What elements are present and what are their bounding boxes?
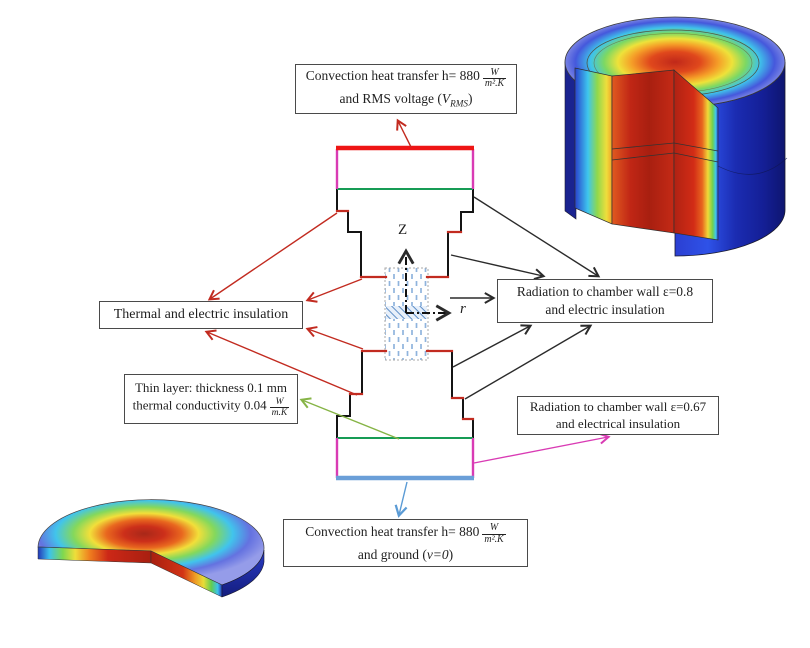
arrow-top-convection <box>396 118 412 148</box>
arrow-radiation08-5 <box>464 324 593 400</box>
radiation-surfaces-magenta <box>335 149 475 478</box>
electrode-outline-black <box>336 188 474 439</box>
label-line: Thin layer: thickness 0.1 mm <box>134 379 287 395</box>
label-line: and electric insulation <box>545 302 665 317</box>
label-line: Thermal and electric insulation <box>113 306 289 322</box>
label-line: and ground (v=0) <box>357 546 454 562</box>
arrow-insulation-3 <box>305 326 364 350</box>
arrow-radiation08-2 <box>450 254 546 281</box>
arrow-insulation-4 <box>204 329 358 396</box>
label-line: and RMS voltage (VRMS) <box>339 91 473 109</box>
arrow-thin-layer <box>299 397 400 440</box>
label-thin-layer: Thin layer: thickness 0.1 mm thermal con… <box>124 374 298 424</box>
arrow-insulation-2 <box>305 278 363 303</box>
arrow-radiation08-4 <box>452 324 533 368</box>
label-line: and electrical insulation <box>555 415 681 431</box>
thermal-render-cut-cylinder <box>564 16 788 257</box>
label-radiation-067: Radiation to chamber wall ε=0.67 and ele… <box>517 396 719 435</box>
thermal-render-cut-disc <box>37 499 265 598</box>
label-line: Radiation to chamber wall ε=0.67 <box>529 398 707 414</box>
arrow-radiation08-1 <box>473 196 601 278</box>
arrow-radiation067 <box>473 432 611 464</box>
annotation-arrows <box>204 118 611 518</box>
thin-layer-green-lines <box>337 188 473 439</box>
arrow-insulation-1 <box>207 212 338 301</box>
label-line: Radiation to chamber wall ε=0.8 <box>516 284 694 300</box>
r-axis-label: r <box>460 301 466 317</box>
label-thermal-insulation: Thermal and electric insulation <box>99 301 303 329</box>
arrow-ground <box>394 481 408 518</box>
z-axis-label: Z <box>398 222 408 238</box>
label-radiation-08: Radiation to chamber wall ε=0.8 and elec… <box>497 279 713 323</box>
